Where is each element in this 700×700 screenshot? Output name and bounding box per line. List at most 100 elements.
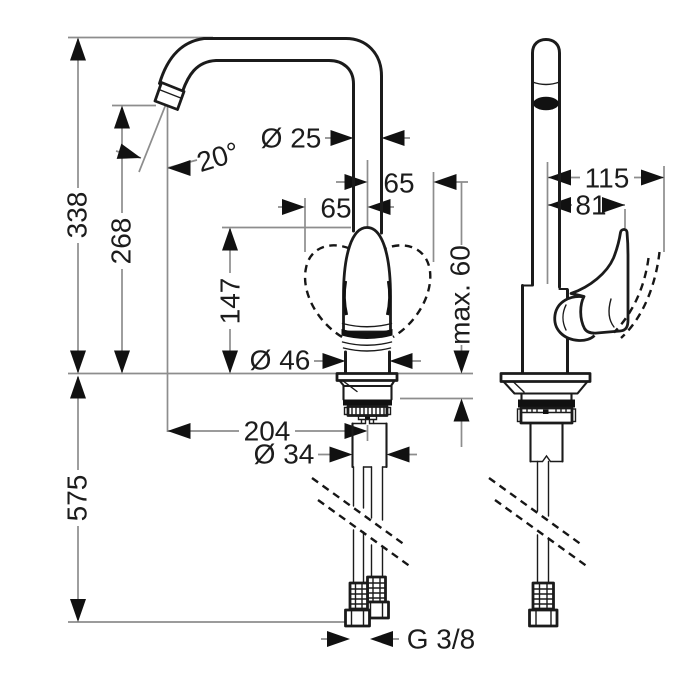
mounting-clamp-screw: [365, 416, 370, 419]
dim-handle-top-height-label: 147: [215, 278, 246, 325]
dim-arrow-right: [641, 169, 664, 186]
dim-below-deck-depth-label: 575: [62, 475, 93, 522]
dim-arrow-left: [386, 446, 410, 463]
dim-arrow-right: [602, 197, 625, 213]
aerator-joint-line: [158, 88, 183, 100]
supply-hoses: [311, 466, 412, 628]
dim-max-counter-thickness-label: max. 60: [445, 245, 476, 345]
handle-raised-dashed: [613, 251, 661, 339]
supply-hose-side: [488, 460, 589, 628]
dim-spout-angle: 20°: [115, 136, 243, 178]
hose-braid-side-ribs: [532, 583, 554, 609]
mounting-clamp: [357, 415, 378, 425]
dim-arrow-left: [367, 199, 391, 215]
dim-hose-thread: G 3/8: [321, 624, 475, 655]
dim-body-diameter-label: Ø 46: [250, 345, 311, 376]
skirt-arc: [341, 322, 393, 328]
dim-hose-thread-label: G 3/8: [407, 624, 475, 655]
handle-side-groove-right: [385, 280, 392, 316]
hose-braid-side: [531, 581, 555, 611]
side-view: 115 81: [488, 38, 665, 628]
dim-arrow-right: [282, 199, 305, 215]
dim-offset-lower-label: 65: [320, 193, 351, 224]
o-ring-seal: [343, 399, 392, 406]
escutcheon-skirt: [338, 379, 396, 388]
dim-arrow-down: [70, 599, 86, 622]
dim-arrow-right: [344, 423, 368, 439]
escutcheon-plate-side: [499, 372, 592, 383]
supply-shank: [351, 422, 388, 469]
hose-hex-nut-side: [528, 608, 559, 628]
mounting-nut-tab-left: [343, 406, 349, 416]
handle-side-groove-left: [342, 280, 349, 316]
cartridge-dome-contour: [562, 304, 567, 331]
dim-arrow-up: [114, 105, 130, 129]
riser-pipe: [531, 38, 561, 289]
mounting-nut-side-screw: [543, 409, 549, 414]
dim-spout-reach: 204: [167, 416, 368, 447]
dim-total-height-label: 338: [62, 192, 93, 239]
dim-arrow-right: [329, 446, 353, 463]
dim-shank-diameter-label: Ø 34: [254, 439, 315, 470]
dim-spout-outlet-height: 268: [106, 105, 137, 374]
extension-lines-side: [546, 162, 665, 284]
dim-arrow-right: [344, 174, 368, 190]
dim-arrow-right: [330, 130, 354, 146]
dim-arrow-left: [433, 174, 457, 190]
dim-arrow-down: [114, 350, 130, 374]
dim-total-height: 338: [62, 37, 93, 374]
dim-handle-top-height: 147: [215, 227, 246, 374]
hose-lower-segment: [536, 534, 550, 584]
dim-offset-lower: 65: [278, 193, 394, 224]
supply-shank-side-bottom: [529, 454, 564, 463]
aerator-joint-line-side: [531, 81, 561, 86]
hose-upper-segments: [352, 466, 384, 521]
o-ring-seal-side: [518, 399, 575, 408]
dim-arrow-up: [453, 398, 470, 422]
dim-arrow-up: [70, 375, 86, 399]
dim-arrow-up: [222, 227, 238, 251]
spout-outer-line: [158, 37, 383, 235]
dim-arrow-right: [116, 143, 141, 159]
hose-hex-nut-left: [344, 608, 371, 628]
dim-offset-upper: 65: [336, 168, 468, 199]
hose-break-marks-side: [488, 477, 589, 568]
escutcheon-skirt-side: [502, 380, 589, 395]
faucet-side: [488, 38, 661, 628]
dim-spout-reach-label: 204: [244, 416, 291, 447]
hose-upper-segment: [536, 460, 550, 517]
dim-offset-upper-label: 65: [383, 168, 414, 199]
faucet-front: [153, 37, 412, 628]
dim-arrow-left: [381, 130, 405, 146]
base-body-side: [520, 392, 573, 401]
dim-max-counter-thickness: max. 60: [445, 182, 476, 447]
hose-braid-left: [348, 581, 369, 611]
body-top-steps: [521, 284, 569, 291]
body-cylinder: [344, 350, 391, 375]
skirt-band: [341, 329, 393, 339]
mounting-nut-knurl: [351, 406, 385, 416]
dim-arrow-down: [453, 350, 470, 374]
supply-shank-side: [529, 421, 564, 463]
hose-braid-right-ribs: [367, 577, 386, 602]
hose-hex-nut-left-facets: [350, 610, 365, 626]
dim-handle-depth-label: 81: [575, 190, 606, 221]
dim-arrow-right: [322, 353, 346, 369]
mounting-nut-tab-right: [386, 406, 392, 416]
front-view: 338 268 147 575 20°: [62, 36, 476, 655]
dim-below-deck-depth: 575: [62, 375, 93, 622]
ref-outlet-angled: [138, 103, 167, 173]
base-body: [342, 384, 393, 401]
hose-break-marks: [311, 477, 412, 568]
dim-shank-diameter: Ø 34: [254, 439, 417, 470]
handle: [342, 226, 392, 334]
dim-arrow-left: [167, 160, 191, 176]
dim-spout-angle-label: 20°: [193, 136, 243, 178]
dim-spout-pipe-diameter: Ø 25: [261, 123, 410, 154]
escutcheon-plate: [335, 372, 399, 382]
handle-side: [569, 228, 630, 335]
dim-arrow-left: [389, 353, 413, 369]
dim-arrow-right: [327, 631, 350, 647]
